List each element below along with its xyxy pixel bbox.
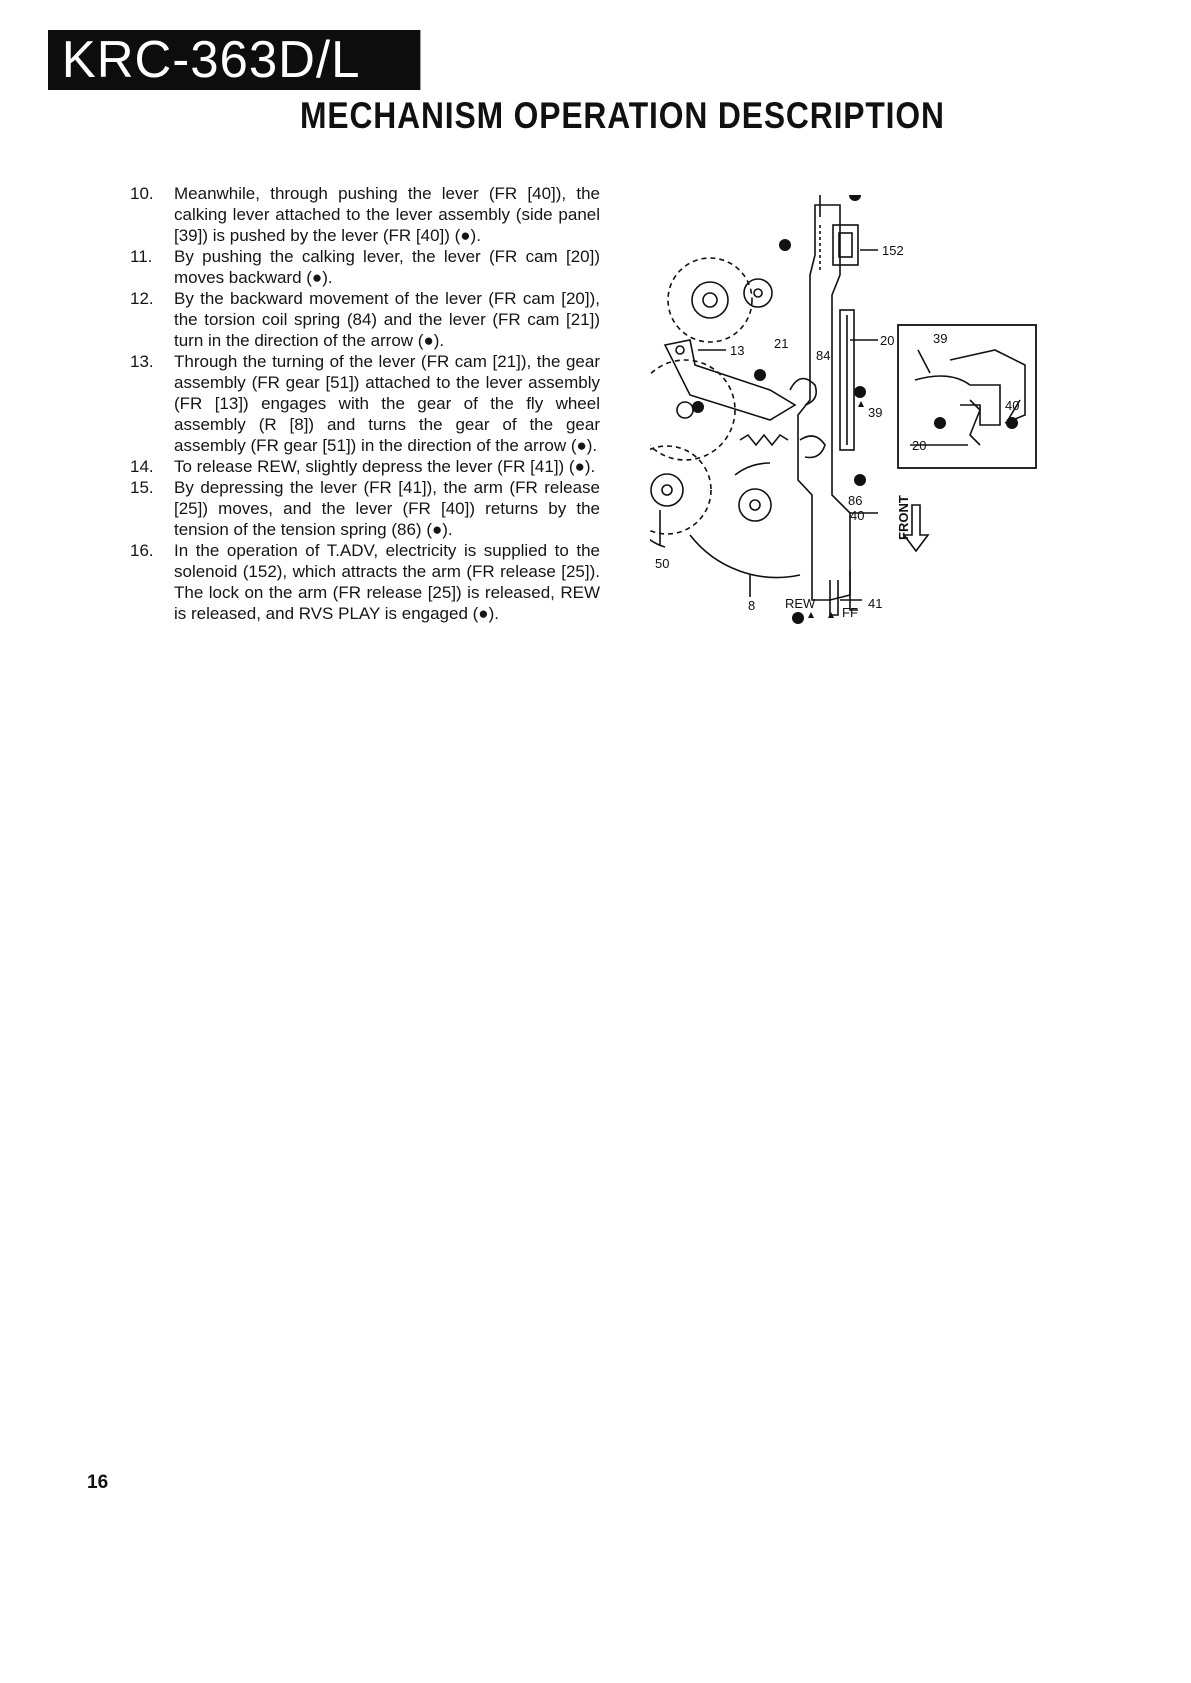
marker-icon — [1006, 417, 1018, 429]
model-name: KRC-363D/L — [61, 31, 361, 89]
step-10: 10. Meanwhile, through pushing the lever… — [130, 183, 600, 246]
marker-icon — [934, 417, 946, 429]
shaft-circle-top — [743, 278, 773, 308]
label-41: 41 — [868, 596, 882, 611]
step-text: By depressing the lever (FR [41]), the a… — [174, 478, 600, 539]
lever-13 — [663, 339, 797, 421]
label-21: 21 — [774, 336, 788, 351]
marker-icon — [779, 239, 791, 251]
fr-gear-51 — [650, 359, 736, 461]
step-number: 12. — [130, 289, 154, 308]
tension-spring-86 — [739, 433, 789, 447]
arrow-up-icon — [808, 612, 814, 618]
inset-label-20: 20 — [912, 438, 926, 453]
arrow-up-icon — [828, 612, 834, 618]
front-arrow-icon — [902, 504, 930, 553]
step-15: 15. By depressing the lever (FR [41]), t… — [130, 477, 600, 540]
step-text: By pushing the calking lever, the lever … — [174, 247, 600, 287]
step-text: Through the turning of the lever (FR cam… — [174, 352, 600, 455]
step-12: 12. By the backward movement of the leve… — [130, 288, 600, 351]
step-number: 14. — [130, 457, 154, 476]
step-number: 16. — [130, 541, 154, 560]
rotation-arrow-2 — [650, 538, 666, 548]
upper-gear-outline — [667, 257, 753, 343]
solenoid-152 — [832, 224, 859, 266]
step-text: Meanwhile, through pushing the lever (FR… — [174, 184, 600, 245]
label-84: 84 — [816, 348, 830, 363]
label-20: 20 — [880, 333, 894, 348]
marker-icon — [854, 474, 866, 486]
page-title: MECHANISM OPERATION DESCRIPTION — [300, 95, 945, 136]
label-rew: REW — [785, 596, 816, 611]
rotation-arrow-1 — [734, 462, 771, 476]
upper-gear-center — [702, 292, 718, 308]
step-number: 13. — [130, 352, 154, 371]
step-markers — [692, 195, 1018, 624]
label-86: 86 — [848, 493, 862, 508]
marker-icon — [854, 386, 866, 398]
label-8: 8 — [748, 598, 755, 613]
lever-41 — [829, 580, 839, 616]
step-11: 11. By pushing the calking lever, the le… — [130, 246, 600, 288]
step-14: 14. To release REW, slightly depress the… — [130, 456, 600, 477]
step-text: By the backward movement of the lever (F… — [174, 289, 600, 350]
label-39: 39 — [868, 405, 882, 420]
label-50: 50 — [655, 556, 669, 571]
page-number: 16 — [87, 1472, 109, 1493]
inset-lever-20 — [969, 399, 981, 446]
step-number: 11. — [130, 247, 153, 266]
label-front: FRONT — [896, 495, 911, 540]
step-number: 15. — [130, 478, 154, 497]
gear-50 — [650, 445, 712, 535]
marker-icon — [692, 401, 704, 413]
model-badge: KRC-363D/L — [48, 30, 421, 90]
steps-list: 10. Meanwhile, through pushing the lever… — [130, 183, 600, 624]
step-text: To release REW, slightly depress the lev… — [174, 457, 596, 476]
step-13: 13. Through the turning of the lever (FR… — [130, 351, 600, 456]
flywheel-arc — [689, 534, 801, 579]
marker-icon — [849, 195, 861, 201]
label-152: 152 — [882, 243, 904, 258]
lever-fr-cam-20 — [839, 309, 855, 451]
label-40: 40 — [850, 508, 864, 523]
inset-label-39: 39 — [933, 331, 947, 346]
mechanism-diagram: 25 152 13 21 84 20 51 39 86 40 50 8 41 3… — [650, 195, 1130, 705]
step-number: 10. — [130, 184, 154, 203]
step-16: 16. In the operation of T.ADV, electrici… — [130, 540, 600, 624]
inset-detail-box — [897, 324, 1037, 469]
label-13: 13 — [730, 343, 744, 358]
label-ff: FF — [842, 605, 858, 620]
torsion-spring-84 — [789, 377, 818, 406]
step-text: In the operation of T.ADV, electricity i… — [174, 541, 600, 623]
arrow-up-icon — [858, 401, 864, 407]
fr-lever-body — [797, 204, 851, 601]
upper-gear-hub — [691, 281, 729, 319]
mechanism-drawing: 25 152 13 21 84 20 51 39 86 40 50 8 41 3… — [650, 195, 1037, 624]
inset-side-panel-39 — [914, 375, 1001, 426]
flywheel-hub — [738, 488, 772, 522]
marker-icon — [792, 612, 804, 624]
marker-icon — [754, 369, 766, 381]
inset-label-40: 40 — [1005, 398, 1019, 413]
label-25: 25 — [808, 195, 822, 196]
